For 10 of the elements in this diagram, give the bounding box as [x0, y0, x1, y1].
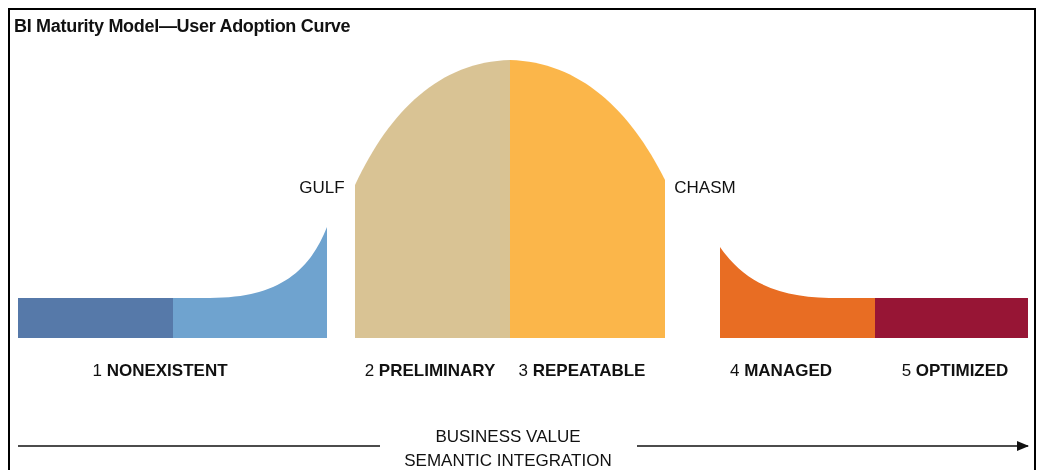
gap-label: GULF — [299, 178, 345, 198]
diagram-title: BI Maturity Model—User Adoption Curve — [14, 16, 351, 37]
gap-label: CHASM — [674, 178, 736, 198]
axis-label: SEMANTIC INTEGRATION — [404, 451, 612, 470]
stage-label: 5 OPTIMIZED — [901, 361, 1009, 381]
stage-label: 1 NONEXISTENT — [92, 361, 228, 381]
axis-label: BUSINESS VALUE — [435, 427, 581, 447]
stage-label: 3 REPEATABLE — [518, 361, 646, 381]
stage-label: 2 PRELIMINARY — [364, 361, 496, 381]
stage-label: 4 MANAGED — [730, 361, 832, 381]
